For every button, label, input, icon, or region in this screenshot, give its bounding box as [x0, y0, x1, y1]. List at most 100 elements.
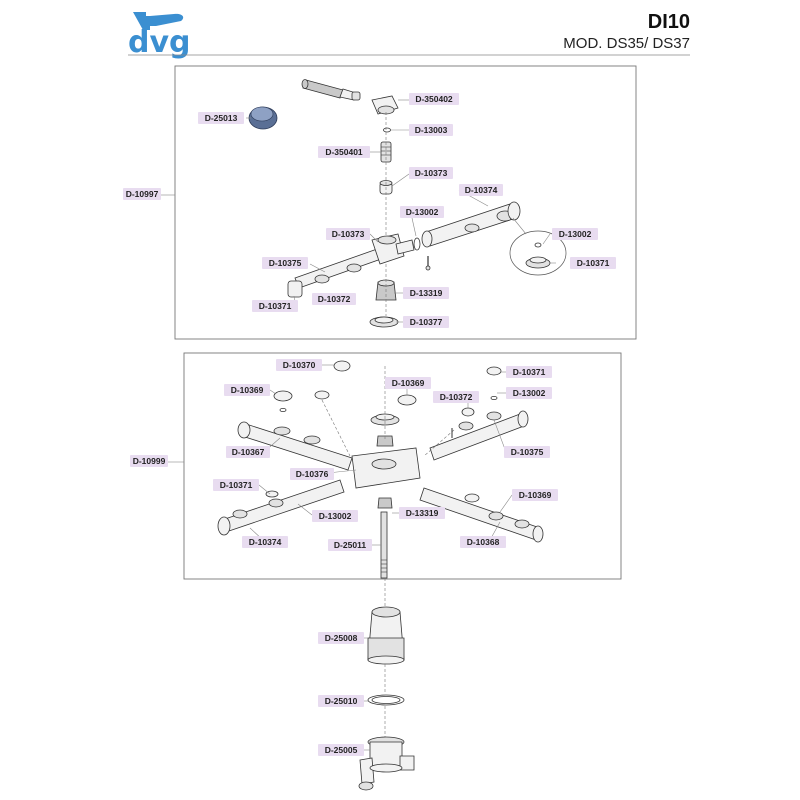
label-10370[interactable]: D-10370	[276, 359, 322, 371]
label-25005[interactable]: D-25005	[318, 744, 364, 756]
label-10371-lower-b[interactable]: D-10371	[213, 479, 259, 491]
svg-text:D-10370: D-10370	[283, 360, 316, 370]
label-10375-lower[interactable]: D-10375	[504, 446, 550, 458]
label-10369-lower-c[interactable]: D-10369	[512, 489, 558, 501]
page-subtitle: MOD. DS35/ DS37	[563, 35, 690, 52]
part-labels: D-10997 D-10999 D-350402 D-25013 D-13003…	[123, 93, 616, 756]
label-25013[interactable]: D-25013	[198, 112, 244, 124]
svg-text:D-13002: D-13002	[406, 207, 439, 217]
detail-circle	[509, 230, 567, 276]
svg-text:D-13319: D-13319	[410, 288, 443, 298]
lower-assembly-box	[183, 352, 622, 580]
label-13002-lower-b[interactable]: D-13002	[312, 510, 358, 522]
lower-assembly-drawing	[217, 360, 544, 579]
label-10374-lower[interactable]: D-10374	[242, 536, 288, 548]
svg-text:D-13002: D-13002	[559, 229, 592, 239]
bottom-parts-drawing	[358, 578, 415, 791]
svg-text:D-10369: D-10369	[519, 490, 552, 500]
label-10375-upper[interactable]: D-10375	[262, 257, 308, 269]
oring-13003	[383, 127, 391, 133]
nozzle-10372b	[314, 274, 330, 284]
svg-text:D-10371: D-10371	[577, 258, 610, 268]
label-350402[interactable]: D-350402	[409, 93, 459, 105]
label-10376[interactable]: D-10376	[290, 468, 334, 480]
cap-10370	[333, 360, 351, 372]
label-10368[interactable]: D-10368	[460, 536, 506, 548]
cap-25013-top	[250, 106, 274, 122]
cap-10371	[486, 366, 502, 376]
label-10373-b[interactable]: D-10373	[326, 228, 370, 240]
label-10369-lower-b[interactable]: D-10369	[385, 377, 431, 389]
gasket-13319	[377, 497, 393, 509]
svg-text:D-350401: D-350401	[325, 147, 363, 157]
label-13002-upper-b[interactable]: D-13002	[552, 228, 598, 240]
cap-10369-b	[397, 394, 417, 406]
hub-outlet	[395, 239, 415, 255]
svg-text:D-10367: D-10367	[232, 447, 265, 457]
svg-text:D-25005: D-25005	[325, 745, 358, 755]
svg-text:D-10997: D-10997	[126, 189, 159, 199]
label-10371-upper-b[interactable]: D-10371	[252, 300, 298, 312]
label-13319-upper[interactable]: D-13319	[403, 287, 449, 299]
svg-text:D-10371: D-10371	[259, 301, 292, 311]
svg-text:D-10999: D-10999	[133, 456, 166, 466]
label-10373-a[interactable]: D-10373	[409, 167, 453, 179]
label-350401[interactable]: D-350401	[318, 146, 370, 158]
svg-text:D-10372: D-10372	[318, 294, 351, 304]
label-13002-upper-a[interactable]: D-13002	[400, 206, 444, 218]
label-10377[interactable]: D-10377	[403, 316, 449, 328]
handle-grip	[302, 79, 344, 99]
svg-text:D-13002: D-13002	[319, 511, 352, 521]
svg-text:D-10374: D-10374	[465, 185, 498, 195]
handle-screw	[351, 91, 361, 101]
nozzle-10372	[346, 263, 362, 273]
label-10372-lower[interactable]: D-10372	[433, 391, 479, 403]
svg-text:D-13319: D-13319	[406, 508, 439, 518]
label-13002-lower-a[interactable]: D-13002	[506, 387, 552, 399]
svg-text:D-10371: D-10371	[513, 367, 546, 377]
arm-end-10371	[287, 280, 303, 298]
svg-text:D-10373: D-10373	[415, 168, 448, 178]
brand-name: dvg	[128, 25, 191, 60]
svg-text:D-10369: D-10369	[392, 378, 425, 388]
label-10369-lower-a[interactable]: D-10369	[224, 384, 270, 396]
svg-text:D-10375: D-10375	[269, 258, 302, 268]
page-title: DI10	[648, 11, 690, 33]
label-13003[interactable]: D-13003	[409, 124, 453, 136]
svg-text:D-25013: D-25013	[205, 113, 238, 123]
svg-text:D-13002: D-13002	[513, 388, 546, 398]
spray-arm-10375	[294, 247, 385, 289]
svg-text:D-10371: D-10371	[220, 480, 253, 490]
faucet-logo-icon	[133, 12, 184, 30]
svg-text:D-10372: D-10372	[440, 392, 473, 402]
label-25008[interactable]: D-25008	[318, 632, 364, 644]
upper-assembly-drawing	[248, 79, 567, 328]
label-group-upper[interactable]: D-10997	[123, 188, 161, 200]
label-10372-upper[interactable]: D-10372	[312, 293, 356, 305]
label-10374-upper[interactable]: D-10374	[459, 184, 503, 196]
label-25011[interactable]: D-25011	[328, 539, 372, 551]
svg-text:D-10373: D-10373	[332, 229, 365, 239]
svg-text:D-25010: D-25010	[325, 696, 358, 706]
label-10371-upper-a[interactable]: D-10371	[570, 257, 616, 269]
label-13319-lower[interactable]: D-13319	[399, 507, 445, 519]
label-10371-lower-a[interactable]: D-10371	[506, 366, 552, 378]
oring-25010	[367, 694, 405, 706]
label-10367[interactable]: D-10367	[226, 446, 270, 458]
svg-text:D-10375: D-10375	[511, 447, 544, 457]
cap-10369-a	[273, 390, 293, 402]
svg-text:D-25008: D-25008	[325, 633, 358, 643]
label-25010[interactable]: D-25010	[318, 695, 364, 707]
svg-text:D-10369: D-10369	[231, 385, 264, 395]
brand-logo: dvg	[128, 12, 191, 60]
svg-text:D-10377: D-10377	[410, 317, 443, 327]
svg-text:D-25011: D-25011	[334, 540, 366, 550]
svg-text:D-350402: D-350402	[415, 94, 453, 104]
svg-text:D-10374: D-10374	[249, 537, 282, 547]
svg-text:D-10368: D-10368	[467, 537, 500, 547]
label-group-lower[interactable]: D-10999	[130, 455, 168, 467]
handle-end	[301, 79, 309, 89]
upper-assembly-box	[174, 65, 637, 340]
svg-text:D-13003: D-13003	[415, 125, 448, 135]
